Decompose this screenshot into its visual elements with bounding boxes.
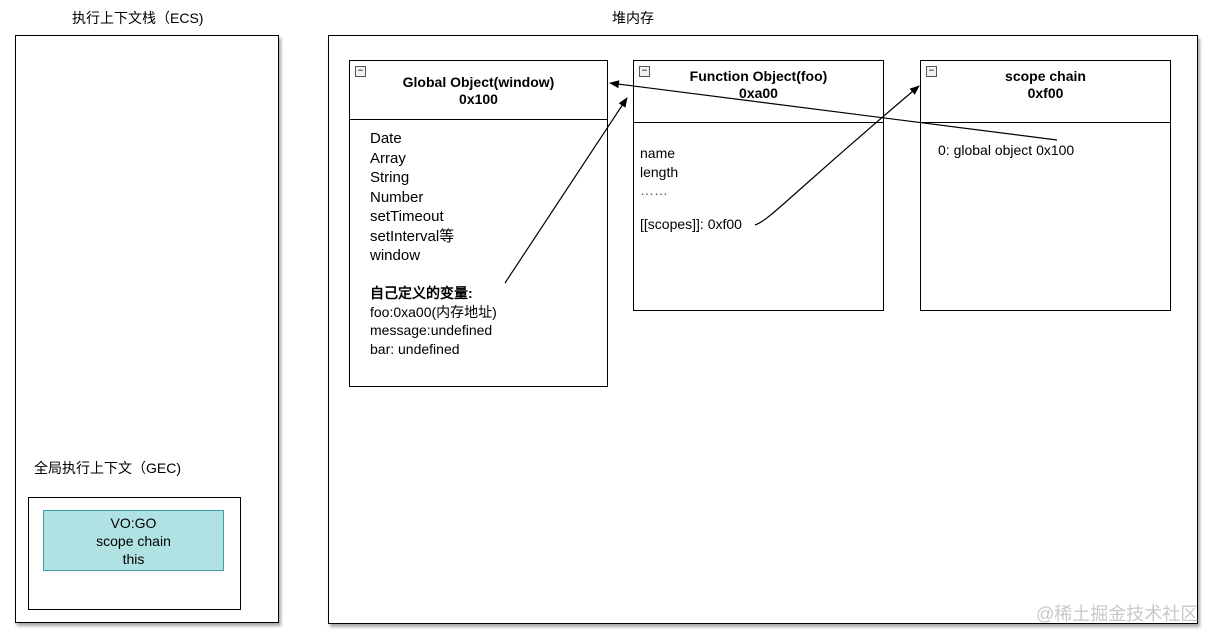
collapse-icon[interactable]: −: [355, 66, 366, 77]
function-object-address: 0xa00: [739, 85, 778, 101]
heap-title: 堆内存: [612, 10, 654, 26]
collapse-icon[interactable]: −: [639, 66, 650, 77]
builtin-number: Number: [370, 188, 424, 206]
prop-length: length: [640, 163, 679, 180]
vo-box: VO:GO scope chain this: [43, 510, 224, 571]
prop-ellipsis: ……: [640, 182, 668, 198]
builtin-array: Array: [370, 149, 406, 167]
global-object-header: Global Object(window) 0x100: [350, 61, 607, 120]
vo-line: VO:GO: [110, 515, 157, 531]
function-object-header: Function Object(foo) 0xa00: [634, 61, 883, 123]
builtin-date: Date: [370, 130, 402, 147]
vo-scope-chain-line: scope chain: [96, 533, 171, 549]
builtin-window: window: [370, 247, 421, 264]
watermark: @稀土掘金技术社区: [1036, 604, 1199, 624]
prop-name: name: [640, 145, 676, 161]
global-object-box: − Global Object(window) 0x100 Date Array…: [349, 60, 608, 387]
scope-chain-address: 0xf00: [1027, 85, 1064, 101]
custom-var-bar: bar: undefined: [370, 340, 460, 357]
function-object-props: name length ……: [640, 144, 883, 200]
vo-this-line: this: [122, 551, 145, 567]
function-object-name: Function Object(foo): [689, 68, 828, 84]
scope-chain-name: scope chain: [1005, 68, 1086, 84]
scope-chain-item: 0: global object 0x100: [938, 142, 1075, 158]
builtin-string: String: [370, 169, 410, 186]
scope-chain-header: scope chain 0xf00: [921, 61, 1170, 123]
global-object-name: Global Object(window): [402, 74, 555, 90]
builtin-setinterval: setInterval等: [370, 227, 455, 245]
global-object-address: 0x100: [459, 91, 498, 107]
global-object-builtins: Date Array String Number setTimeout setI…: [370, 129, 607, 266]
collapse-icon[interactable]: −: [926, 66, 937, 77]
function-object-box: − Function Object(foo) 0xa00 name length…: [633, 60, 884, 311]
custom-var-foo: foo:0xa00(内存地址): [370, 303, 497, 320]
builtin-settimeout: setTimeout: [370, 208, 444, 225]
prop-scopes: [[scopes]]: 0xf00: [640, 216, 742, 232]
custom-vars-title: 自己定义的变量:: [370, 285, 473, 301]
gec-title: 全局执行上下文（GEC): [34, 460, 181, 476]
global-object-custom-vars: 自己定义的变量: foo:0xa00(内存地址) message:undefin…: [370, 284, 607, 358]
ecs-title: 执行上下文栈（ECS): [72, 10, 204, 26]
scope-chain-box: − scope chain 0xf00 0: global object 0x1…: [920, 60, 1171, 311]
custom-var-message: message:undefined: [370, 322, 493, 338]
